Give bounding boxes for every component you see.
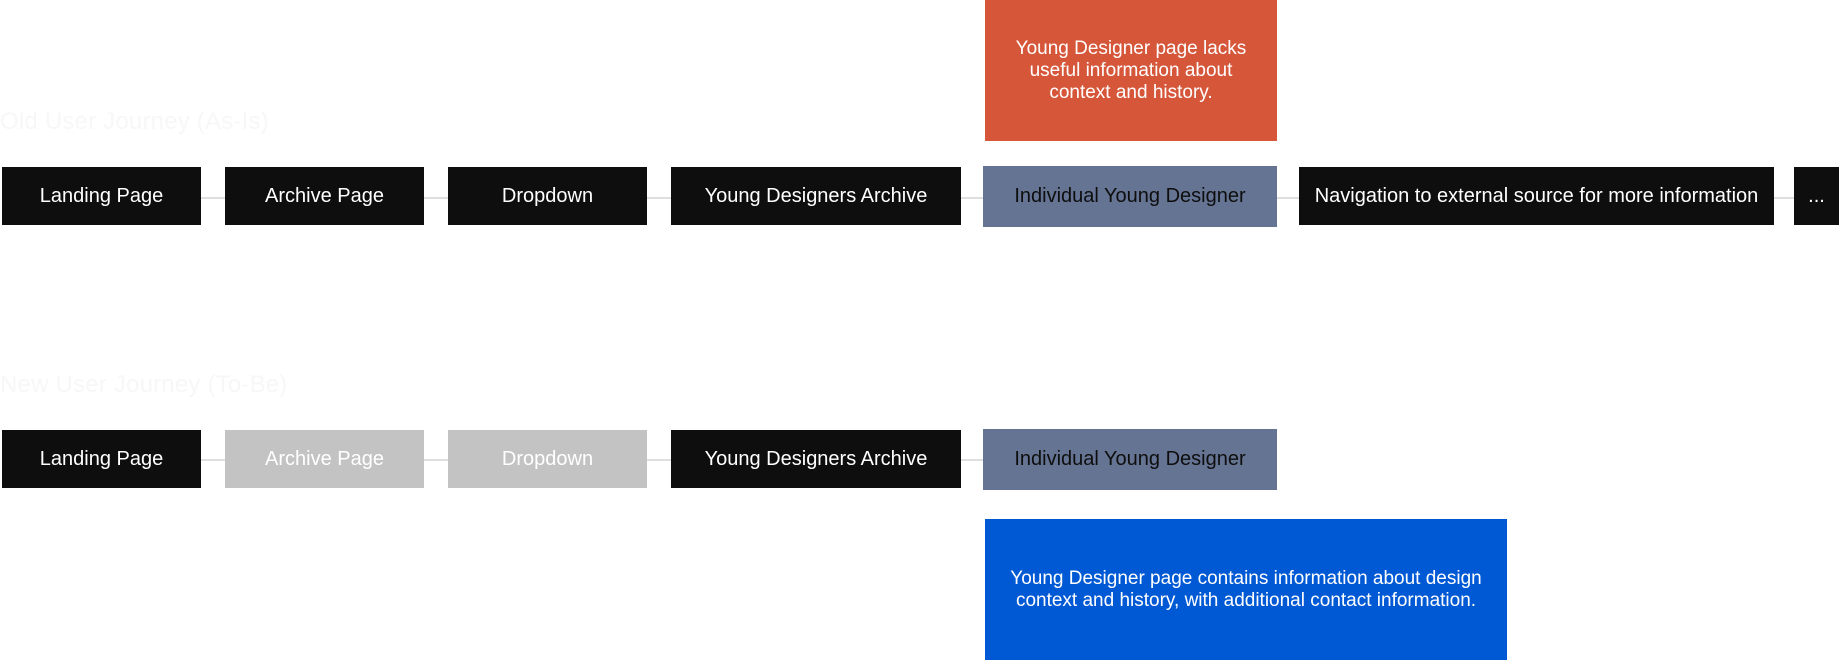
step-ellipsis: ...: [1794, 167, 1839, 225]
solution-callout: Young Designer page contains information…: [985, 519, 1507, 660]
step-archive-page-skipped: Archive Page: [225, 430, 424, 488]
problem-callout: Young Designer page lacks useful informa…: [985, 0, 1277, 141]
step-dropdown: Dropdown: [448, 167, 647, 225]
step-external-navigation: Navigation to external source for more i…: [1299, 167, 1774, 225]
flow-title-new: New User Journey (To-Be): [0, 371, 288, 398]
step-young-designers-archive: Young Designers Archive: [671, 167, 961, 225]
step-individual-young-designer: Individual Young Designer: [983, 429, 1277, 490]
step-landing-page: Landing Page: [2, 167, 201, 225]
flow-title-old: Old User Journey (As-Is): [0, 108, 269, 135]
step-young-designers-archive: Young Designers Archive: [671, 430, 961, 488]
step-landing-page: Landing Page: [2, 430, 201, 488]
step-individual-young-designer: Individual Young Designer: [983, 166, 1277, 227]
step-dropdown-skipped: Dropdown: [448, 430, 647, 488]
step-archive-page: Archive Page: [225, 167, 424, 225]
